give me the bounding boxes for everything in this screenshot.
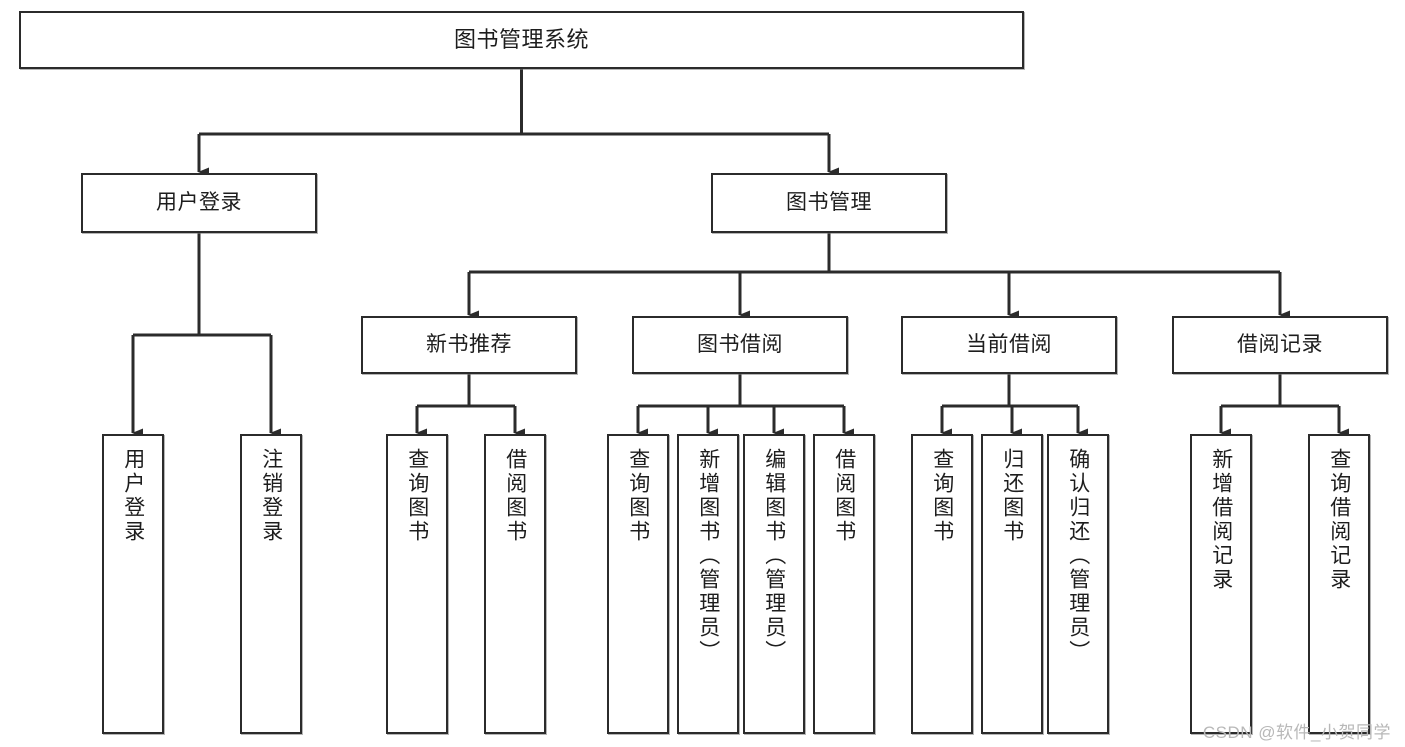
- node-label: 当前借阅: [966, 333, 1052, 357]
- node-leaf-borrow-book-2[interactable]: 借阅图书: [813, 434, 875, 734]
- node-label: 借阅记录: [1237, 333, 1323, 357]
- node-leaf-query-book-3[interactable]: 查询图书: [911, 434, 973, 734]
- node-label: 注销登录: [259, 448, 283, 544]
- node-leaf-query-book-2[interactable]: 查询图书: [607, 434, 669, 734]
- node-leaf-user-logout[interactable]: 注销登录: [240, 434, 302, 734]
- node-label: 图书借阅: [697, 333, 783, 357]
- node-label: 查询图书: [405, 448, 429, 544]
- node-borrow-rec[interactable]: 借阅记录: [1172, 316, 1388, 374]
- node-label: 用户登录: [156, 191, 242, 215]
- watermark-text: CSDN @软件_小贺同学: [1202, 723, 1391, 742]
- node-root[interactable]: 图书管理系统: [19, 11, 1024, 69]
- node-label: 查询借阅记录: [1327, 448, 1351, 592]
- node-leaf-return-book[interactable]: 归还图书: [981, 434, 1043, 734]
- node-label: 新增借阅记录: [1209, 448, 1233, 592]
- node-label: 用户登录: [121, 448, 145, 544]
- node-label: 查询图书: [930, 448, 954, 544]
- node-book-borrow[interactable]: 图书借阅: [632, 316, 848, 374]
- node-label: 归还图书: [1000, 448, 1024, 544]
- node-label: 图书管理: [786, 191, 872, 215]
- node-leaf-edit-book[interactable]: 编辑图书（管理员）: [743, 434, 805, 734]
- node-leaf-confirm-ret[interactable]: 确认归还（管理员）: [1047, 434, 1109, 734]
- node-leaf-add-rec[interactable]: 新增借阅记录: [1190, 434, 1252, 734]
- node-new-book-rec[interactable]: 新书推荐: [361, 316, 577, 374]
- node-label: 编辑图书（管理员）: [762, 448, 786, 664]
- node-leaf-query-rec[interactable]: 查询借阅记录: [1308, 434, 1370, 734]
- node-cur-borrow[interactable]: 当前借阅: [901, 316, 1117, 374]
- node-label: 借阅图书: [832, 448, 856, 544]
- node-leaf-borrow-book-1[interactable]: 借阅图书: [484, 434, 546, 734]
- node-leaf-user-login[interactable]: 用户登录: [102, 434, 164, 734]
- node-label: 借阅图书: [503, 448, 527, 544]
- node-leaf-query-book-1[interactable]: 查询图书: [386, 434, 448, 734]
- node-label: 图书管理系统: [453, 26, 589, 52]
- node-book-manage[interactable]: 图书管理: [711, 173, 947, 233]
- node-label: 确认归还（管理员）: [1066, 448, 1090, 664]
- node-label: 查询图书: [626, 448, 650, 544]
- node-label: 新书推荐: [426, 333, 512, 357]
- edge-group: [131, 69, 1349, 438]
- node-leaf-add-book[interactable]: 新增图书（管理员）: [677, 434, 739, 734]
- node-user-login[interactable]: 用户登录: [81, 173, 317, 233]
- node-label: 新增图书（管理员）: [696, 448, 720, 664]
